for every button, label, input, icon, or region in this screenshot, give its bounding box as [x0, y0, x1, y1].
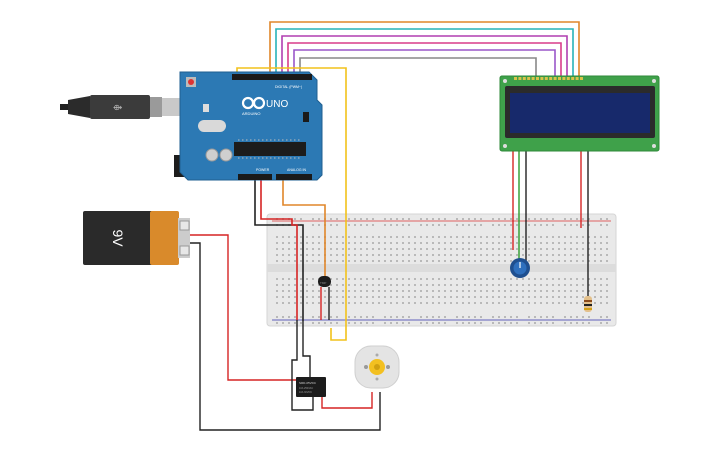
- battery-red-wire[interactable]: [190, 234, 297, 381]
- relay-motor-wire[interactable]: [321, 392, 373, 409]
- orange-wire[interactable]: [282, 180, 326, 276]
- yellow-wire[interactable]: [236, 67, 347, 341]
- relay-label: SRD-05VDC: [299, 381, 317, 385]
- battery-label: 9V: [110, 229, 126, 247]
- battery-9v[interactable]: 9V: [83, 211, 190, 265]
- relay[interactable]: SRD-05VDC 10A 250VAC 10A 30VDC: [296, 377, 326, 397]
- potentiometer[interactable]: [510, 150, 530, 278]
- digital-header: [232, 74, 312, 80]
- digital-label: DIGITAL (PWM~): [275, 85, 302, 89]
- analog-label: ANALOG IN: [287, 168, 307, 172]
- capacitor: [205, 148, 219, 162]
- dc-motor[interactable]: [354, 345, 400, 389]
- lcd-pin-header: [514, 77, 583, 80]
- usb-cable[interactable]: ⟴: [60, 95, 184, 119]
- battery-black-wire[interactable]: [190, 242, 381, 431]
- svg-text:10A 30VDC: 10A 30VDC: [299, 391, 312, 394]
- analog-header: [276, 174, 312, 180]
- svg-text:10A 250VAC: 10A 250VAC: [299, 387, 313, 390]
- svg-text:TMP: TMP: [320, 281, 326, 285]
- capacitor: [219, 148, 233, 162]
- power-label: POWER: [256, 168, 270, 172]
- power-black-wire[interactable]: [254, 180, 304, 321]
- resistor[interactable]: [584, 296, 592, 312]
- arduino-logo-icon: [241, 96, 266, 110]
- arduino-uno[interactable]: ⟴ UNO ARDUINO DIGITAL (PWM~) POWER ANALO…: [60, 71, 323, 181]
- reset-button[interactable]: [188, 79, 194, 85]
- power-red-wire[interactable]: [260, 180, 298, 320]
- crystal: [198, 120, 226, 132]
- relay-signal-wire[interactable]: [302, 321, 311, 378]
- lcd-display[interactable]: [499, 75, 660, 152]
- board-brand: ARDUINO: [242, 111, 260, 116]
- temperature-sensor[interactable]: TMP: [318, 276, 331, 320]
- svg-text:⟴: ⟴: [113, 103, 122, 112]
- relay-coil-wire[interactable]: [291, 320, 314, 411]
- lcd-data-wires[interactable]: [269, 21, 580, 80]
- board-model: UNO: [266, 99, 288, 110]
- breadboard[interactable]: [266, 213, 617, 327]
- atmega-chip: [234, 142, 306, 156]
- power-header: [238, 174, 272, 180]
- breadboard-holes: [276, 218, 608, 324]
